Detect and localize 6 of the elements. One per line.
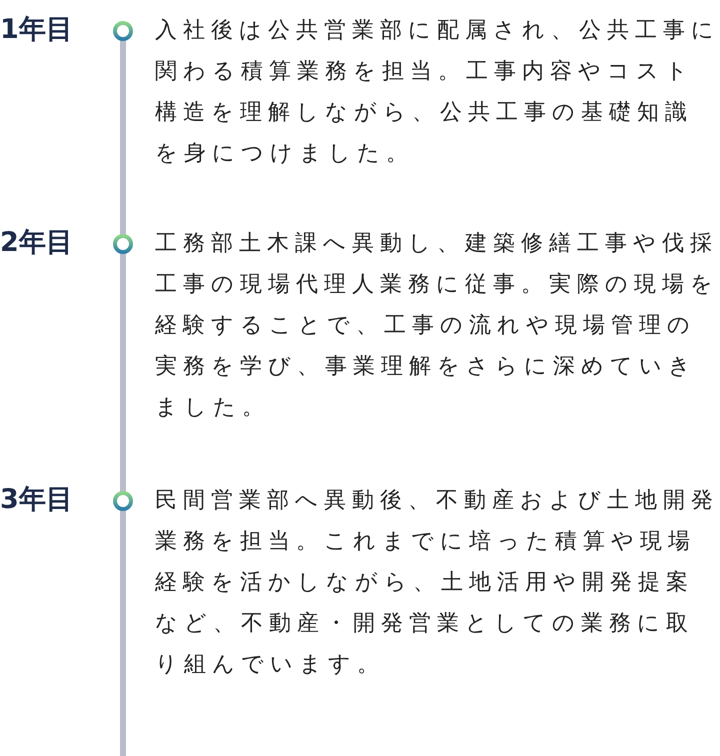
- description-text: 工務部土木課へ異動し、建築修繕工事や伐採工事の現場代理人業務に従事。実際の現場を経験することで、工事の流れや現場管理の実務を学び、事業理解をさらに深めていきました。: [155, 230, 720, 422]
- year-label: 2年目: [0, 226, 73, 260]
- description-text: 入社後は公共営業部に配属され、公共工事に関わる積算業務を担当。工事内容やコスト構造を理解しながら、公共工事の基礎知識を身につけました。: [155, 17, 720, 168]
- description-text: 民間営業部へ異動後、不動産および土地開発業務を担当。これまでに培った積算や現場経験を活かしながら、土地活用や開発提案など、不動産・開発営業としての業務に取り組んでいます。: [155, 487, 720, 679]
- year-label: 3年目: [0, 483, 73, 517]
- year-label: 1年目: [0, 13, 73, 47]
